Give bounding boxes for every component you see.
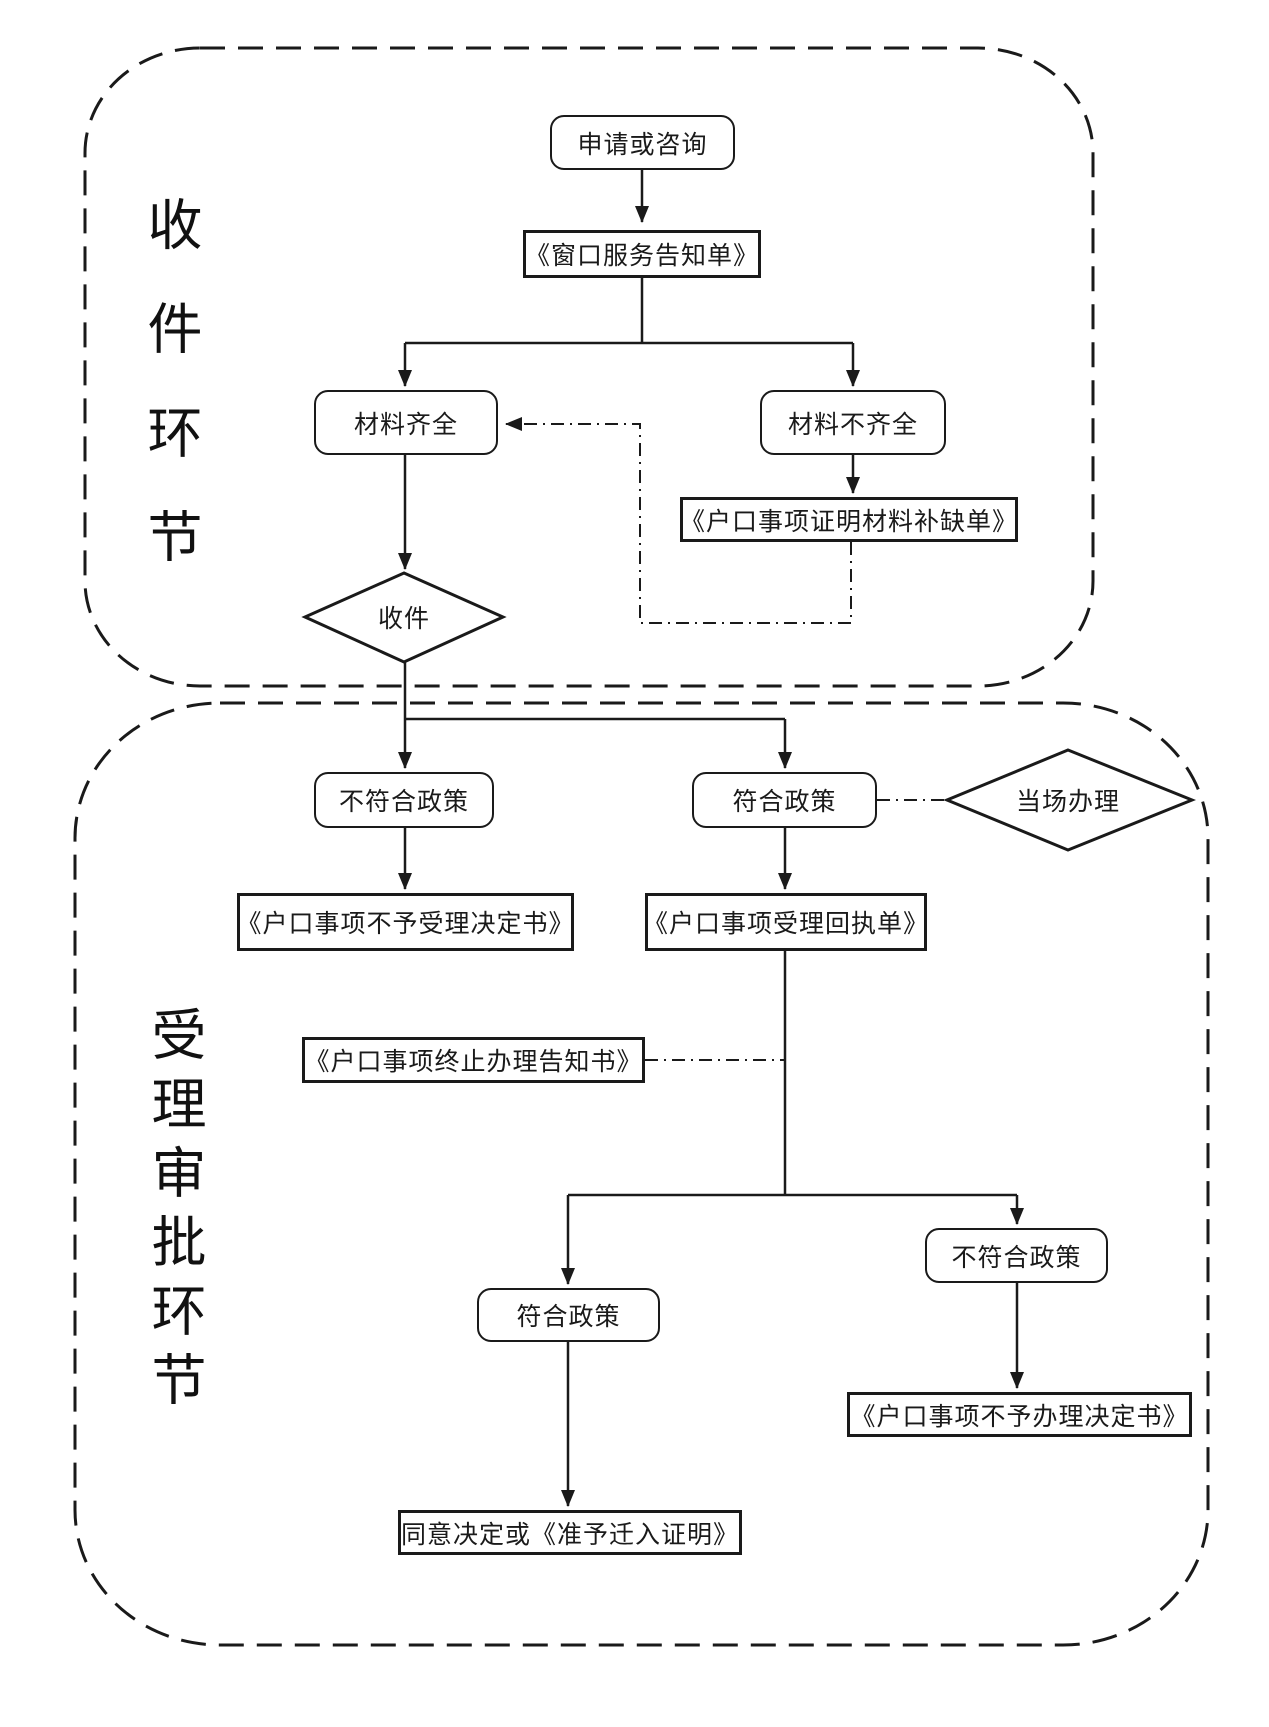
supplement-feedback-connector: [505, 417, 852, 624]
node-not-conform-policy-1: 不符合政策: [314, 772, 494, 828]
stage-label-intake: 收件环节: [139, 196, 201, 612]
node-reject-handle-decision: 《户口事项不予办理决定书》: [847, 1392, 1192, 1437]
node-not-conform-policy-2: 不符合政策: [925, 1228, 1108, 1283]
stage-intake-container: [83, 46, 1095, 688]
stage-review-container: [73, 701, 1210, 1647]
node-apply: 申请或咨询: [550, 115, 735, 170]
node-onsite-label: 当场办理: [1015, 788, 1120, 816]
node-terminate-notice: 《户口事项终止办理告知书》: [302, 1037, 645, 1083]
node-approve-decision: 同意决定或《准予迁入证明》: [398, 1510, 742, 1555]
node-materials-complete: 材料齐全: [314, 390, 498, 455]
node-window-service-notice: 《窗口服务告知单》: [523, 230, 761, 278]
receive-diamond: [301, 571, 507, 664]
node-acceptance-receipt: 《户口事项受理回执单》: [643, 893, 928, 951]
node-materials-incomplete: 材料不齐全: [760, 390, 946, 455]
onsite-diamond: [943, 748, 1197, 852]
node-conform-policy-2: 符合政策: [477, 1288, 660, 1342]
node-supplement-list: 《户口事项证明材料补缺单》: [680, 497, 1018, 542]
node-reject-acceptance-decision: 《户口事项不予受理决定书》: [237, 893, 574, 951]
node-receive-label: 收件: [377, 605, 430, 633]
stage-label-review: 受理审批环节: [143, 1006, 205, 1420]
node-conform-policy-1: 符合政策: [692, 772, 877, 828]
